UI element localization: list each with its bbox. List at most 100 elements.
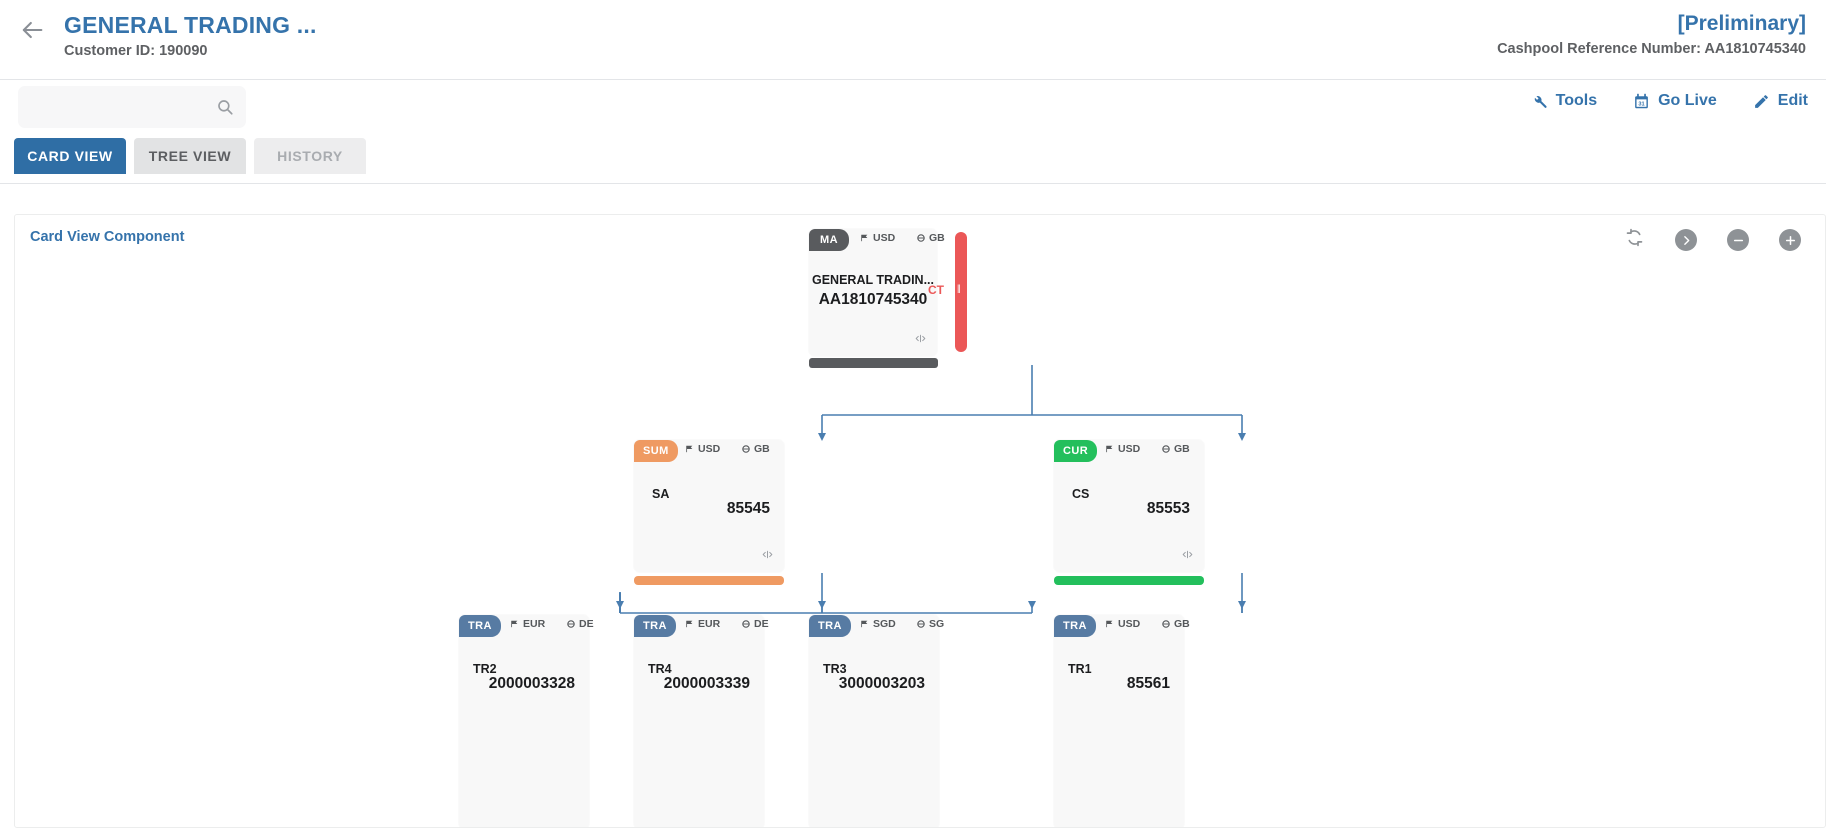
card-header: MA USD GB [809,229,945,251]
card-header: CUR USD GB [1054,440,1204,462]
card-resize-handle[interactable] [761,548,774,566]
country-label: SG [929,618,945,630]
currency-label: USD [1118,618,1141,630]
card-header: SUM USD GB [634,440,784,462]
card-header: TRA EUR DE [459,615,594,637]
card-header: TRA USD GB [1054,615,1190,637]
country-label: DE [579,618,594,630]
calendar-icon: 31 [1633,93,1650,110]
flag-icon [686,445,693,453]
go-live-button[interactable]: 31 Go Live [1633,92,1717,110]
chevron-right-icon[interactable] [1675,229,1697,251]
node-card-root[interactable]: MA USD GB GENERAL TRADIN... AA1810745340 [809,229,945,368]
edit-button[interactable]: Edit [1753,92,1808,110]
panel-title: Card View Component [30,229,185,245]
graph-edges [616,365,1246,614]
currency-meta: EUR [686,618,720,630]
node-card-tr2[interactable]: TRA EUR DE TR2 2000003328 [459,615,594,827]
country-meta: GB [1162,618,1190,630]
country-label: GB [929,232,945,244]
node-label: CS [1072,487,1090,501]
node-card-sum[interactable]: SUM USD GB SA 85545 [634,440,784,585]
node-value: 2000003339 [663,675,750,692]
flag-icon [1106,620,1113,628]
graph-canvas[interactable]: MA USD GB GENERAL TRADIN... AA1810745340 [15,215,1825,827]
header-left-group: GENERAL TRADING ... Customer ID: 190090 [64,10,317,59]
toolbar: Tools 31 Go Live Edit [0,80,1826,132]
svg-text:31: 31 [1638,101,1644,107]
view-tabs: CARD VIEW TREE VIEW HISTORY [0,132,1826,184]
currency-label: EUR [523,618,546,630]
tab-tree-view[interactable]: TREE VIEW [134,138,246,174]
globe-icon [917,234,925,242]
country-label: GB [1174,443,1190,455]
pencil-icon [1753,93,1770,110]
country-meta: GB [1162,443,1190,455]
tools-button[interactable]: Tools [1531,92,1597,110]
currency-meta: USD [686,443,720,455]
root-side-label: CT [928,283,944,297]
currency-label: EUR [698,618,721,630]
currency-meta: USD [861,232,895,244]
country-meta: DE [567,618,594,630]
card-view-panel: Card View Component [14,214,1826,828]
globe-icon [1162,445,1170,453]
card-footer-bar [809,358,938,368]
search-input[interactable] [18,86,210,128]
country-label: GB [754,443,770,455]
currency-meta: SGD [861,618,896,630]
search-icon[interactable] [216,98,234,116]
node-type-badge: SUM [634,440,678,462]
country-meta: DE [742,618,769,630]
edit-label: Edit [1777,92,1808,109]
node-card-cur[interactable]: CUR USD GB CS 85553 [1054,440,1204,585]
currency-label: SGD [873,618,896,630]
toolbar-actions: Tools 31 Go Live Edit [1531,92,1826,110]
node-value: 85561 [1126,675,1170,692]
card-header: TRA SGD SG [809,615,944,637]
country-meta: GB [742,443,770,455]
card-header: TRA EUR DE [634,615,769,637]
refresh-icon[interactable] [1624,227,1645,253]
card-footer-bar [634,576,784,585]
back-arrow-icon[interactable] [18,16,46,44]
header-right-group: [Preliminary] Cashpool Reference Number:… [1497,10,1806,57]
node-label: TR4 [648,662,672,676]
card-footer-bar [1054,576,1204,585]
card-resize-handle[interactable] [914,332,927,350]
node-value: 85553 [1146,500,1190,517]
zoom-out-icon[interactable] [1727,229,1749,251]
wrench-icon [1531,93,1548,110]
node-type-badge: MA [809,229,849,251]
currency-label: USD [1118,443,1141,455]
flag-icon [511,620,518,628]
node-card-tr4[interactable]: TRA EUR DE TR4 2000003339 [634,615,769,827]
currency-label: USD [698,443,721,455]
root-entity-name: GENERAL TRADIN... [812,273,934,287]
page-title: GENERAL TRADING ... [64,12,317,38]
currency-meta: USD [1106,443,1140,455]
currency-meta: USD [1106,618,1140,630]
node-value: 3000003203 [838,675,925,692]
card-resize-handle[interactable] [1181,548,1194,566]
tab-card-view[interactable]: CARD VIEW [14,138,126,174]
currency-meta: EUR [511,618,545,630]
search-box[interactable] [18,86,246,128]
globe-icon [742,445,750,453]
node-label: TR2 [473,662,497,676]
node-value: 2000003328 [488,675,575,692]
flag-icon [861,234,868,242]
status-badge: [Preliminary] [1677,12,1806,35]
root-side-grip-icon[interactable]: || [957,283,961,293]
node-label: TR3 [823,662,847,676]
cashpool-reference-label: Cashpool Reference Number: AA1810745340 [1497,41,1806,57]
country-label: DE [754,618,769,630]
globe-icon [917,620,925,628]
node-card-tr3[interactable]: TRA SGD SG TR3 3000003203 [809,615,944,827]
tab-history[interactable]: HISTORY [254,138,366,174]
node-type-badge: CUR [1054,440,1098,462]
zoom-in-icon[interactable] [1779,229,1801,251]
node-card-tr1[interactable]: TRA USD GB TR1 85561 [1054,615,1190,827]
root-side-tab[interactable] [955,232,967,352]
globe-icon [742,620,750,628]
